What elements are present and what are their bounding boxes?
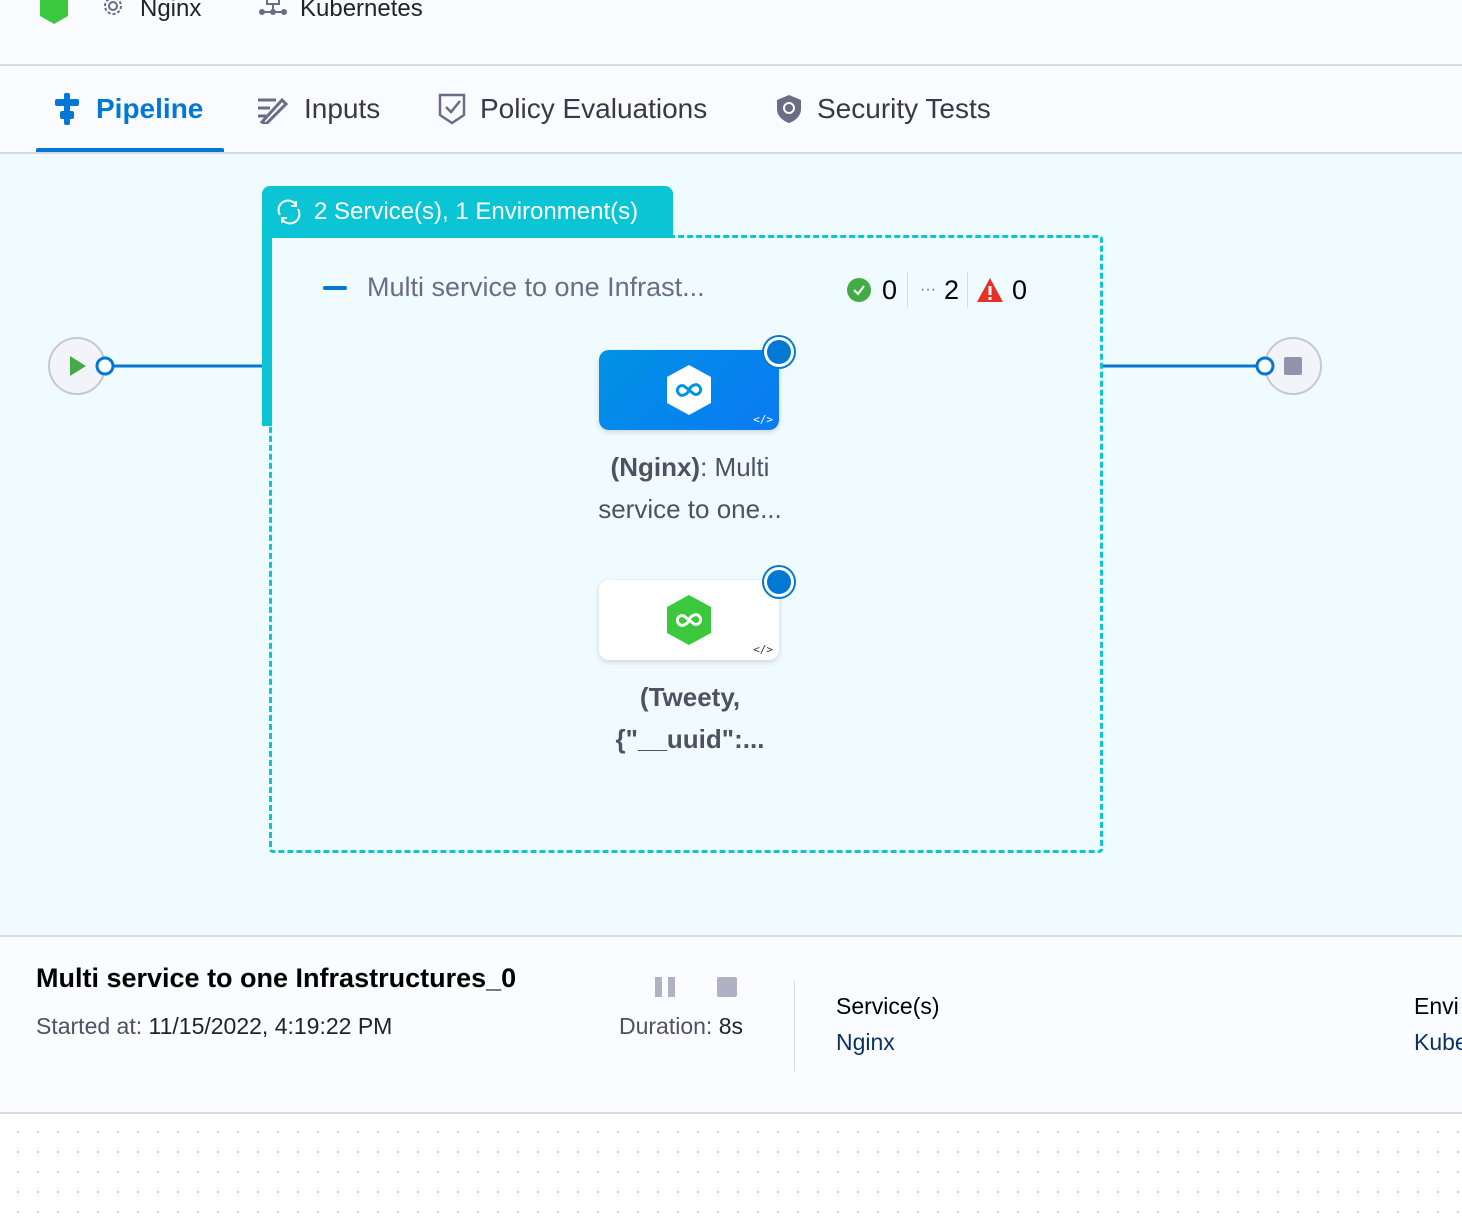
yaml-code-icon: </>	[753, 413, 773, 426]
end-port	[1255, 356, 1275, 376]
tab-security-tests[interactable]: Security Tests	[775, 66, 991, 152]
log-area-background	[0, 1114, 1462, 1228]
warning-icon	[977, 278, 1004, 302]
group-accent-bar	[262, 236, 272, 426]
pipeline-canvas[interactable]	[0, 154, 1462, 935]
collapse-button[interactable]	[323, 285, 347, 290]
breadcrumb-service[interactable]: Nginx	[98, 0, 201, 24]
group-title-row: Multi service to one Infrast...	[323, 272, 705, 303]
pause-button[interactable]	[655, 977, 675, 997]
group-header-label: 2 Service(s), 1 Environment(s)	[314, 198, 639, 225]
policy-icon	[438, 93, 466, 125]
services-link[interactable]: Nginx	[836, 1029, 895, 1055]
play-icon	[70, 356, 86, 376]
gear-icon	[104, 0, 122, 15]
duration: Duration: 8s	[619, 1013, 744, 1039]
end-node[interactable]	[1264, 337, 1322, 395]
pipeline-connectors	[48, 337, 1322, 395]
service-icon	[667, 365, 711, 415]
top-bar: Nginx Kubernetes	[0, 0, 1462, 66]
service-icon	[667, 595, 711, 645]
divider	[794, 981, 795, 1071]
services-label: Service(s)	[836, 993, 940, 1019]
running-icon: ···	[920, 281, 937, 298]
group-status-counts: 0 ··· 2 0	[846, 272, 1027, 308]
running-count: 2	[944, 274, 960, 305]
tab-inputs[interactable]: Inputs	[256, 66, 380, 152]
breadcrumb-environment[interactable]: Kubernetes	[258, 0, 423, 24]
tab-policy-evaluations[interactable]: Policy Evaluations	[438, 66, 707, 152]
tab-label: Policy Evaluations	[480, 93, 708, 124]
failed-count: 0	[1012, 274, 1028, 305]
stage-title: Multi service to one Infrastructures_0	[36, 963, 517, 993]
tab-label: Inputs	[304, 93, 381, 124]
harness-service-logo-icon	[40, 0, 68, 24]
shield-icon	[777, 95, 801, 123]
loop-icon	[277, 199, 301, 225]
service-node-tweety[interactable]: </>	[599, 580, 779, 660]
infrastructure-icon	[259, 0, 287, 15]
stop-button[interactable]	[717, 977, 737, 997]
tab-bar: Pipeline Inputs Policy Evaluations Secur…	[0, 66, 1462, 154]
group-title: Multi service to one Infrast...	[367, 272, 705, 302]
success-count: 0	[882, 274, 898, 305]
running-status-indicator	[764, 337, 794, 367]
start-port	[95, 356, 115, 376]
success-icon	[847, 278, 871, 302]
tab-label: Pipeline	[96, 93, 204, 124]
matrix-group-header[interactable]: 2 Service(s), 1 Environment(s)	[262, 186, 673, 238]
stop-icon	[1284, 357, 1302, 375]
breadcrumb-environment-label: Kubernetes	[300, 0, 423, 22]
environment-label: Envi	[1414, 993, 1459, 1019]
inputs-icon	[258, 97, 289, 124]
tab-label: Security Tests	[817, 93, 991, 124]
active-tab-indicator	[36, 148, 224, 152]
tab-pipeline[interactable]: Pipeline	[54, 66, 203, 152]
environment-link[interactable]: Kube	[1414, 1029, 1462, 1055]
running-status-indicator	[764, 567, 794, 597]
breadcrumb-service-label: Nginx	[140, 0, 202, 22]
pipeline-icon	[55, 93, 79, 125]
execution-details-panel: Multi service to one Infrastructures_0 S…	[0, 935, 1462, 1114]
started-at: Started at: 11/15/2022, 4:19:22 PM	[36, 1013, 393, 1039]
stage-group	[269, 235, 1103, 853]
service-node-label: (Tweety,{"__uuid":...	[615, 682, 765, 754]
service-node-nginx[interactable]: </>	[599, 350, 779, 430]
yaml-code-icon: </>	[753, 643, 773, 656]
